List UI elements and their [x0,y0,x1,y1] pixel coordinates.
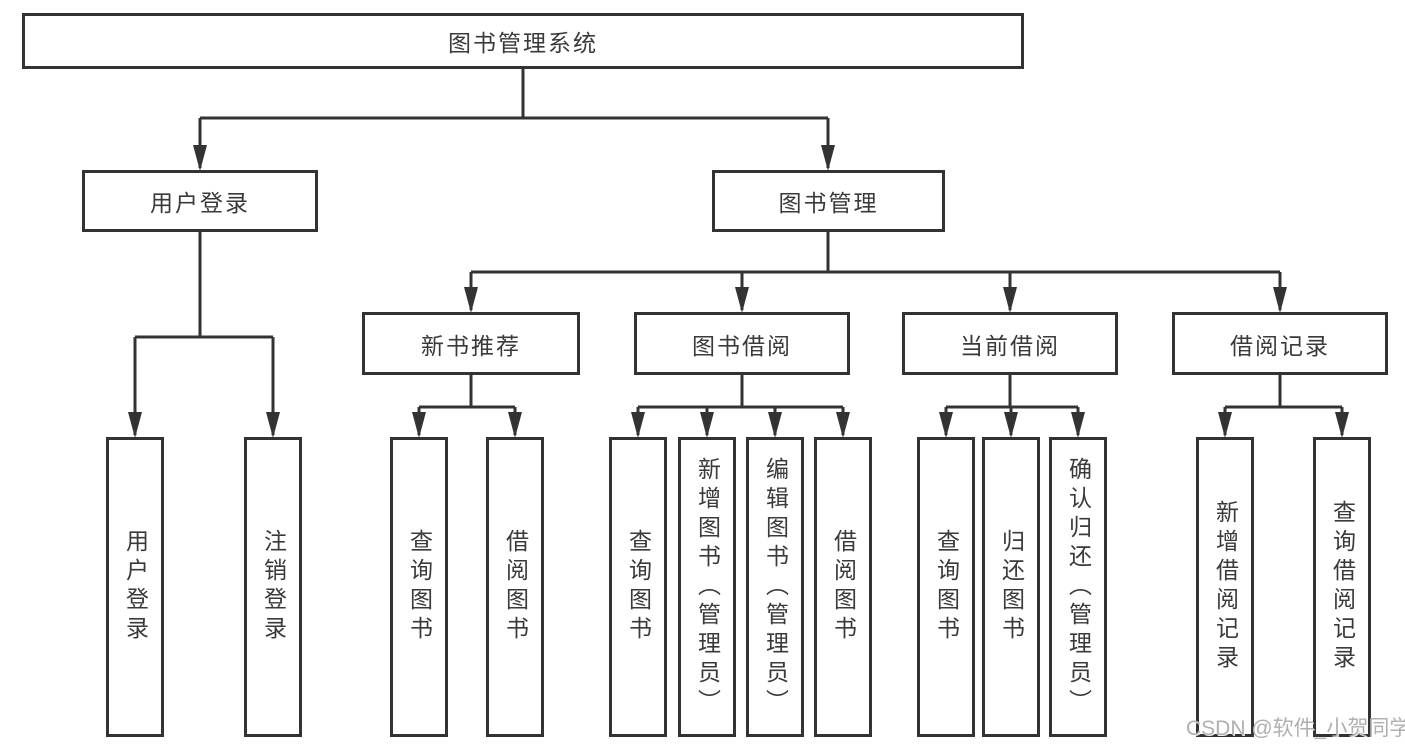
leaf-logout: 注销登录 [244,437,302,737]
leaf-nbr-borrow-books: 借阅图书 [486,437,544,737]
node-user-login-branch: 用户登录 [82,170,318,232]
node-book-management: 图书管理 [712,170,945,232]
leaf-cb-return-books: 归还图书 [982,437,1040,737]
leaf-user-login-label: 用户登录 [122,529,149,645]
node-borrowing-records-label: 借阅记录 [1230,332,1330,359]
leaf-bb-edit-books-admin: 编辑图书（管理员） [746,437,804,737]
node-book-borrowing: 图书借阅 [634,312,850,375]
node-borrowing-records: 借阅记录 [1172,312,1388,375]
leaf-nbr-query-books-label: 查询图书 [406,529,433,645]
csdn-watermark: CSDN @软件_小贺同学 [1186,717,1405,740]
node-system-root-label: 图书管理系统 [448,30,598,56]
leaf-user-login: 用户登录 [106,437,164,737]
leaf-nbr-borrow-books-label: 借阅图书 [502,529,529,645]
leaf-bb-add-books-admin: 新增图书（管理员） [678,437,736,737]
leaf-bb-borrow-books-label: 借阅图书 [830,529,857,645]
node-system-root: 图书管理系统 [22,13,1024,69]
node-book-borrowing-label: 图书借阅 [692,332,792,359]
leaf-bb-edit-books-admin-label: 编辑图书（管理员） [762,456,789,718]
leaf-br-add-record: 新增借阅记录 [1196,437,1254,737]
leaf-cb-confirm-return-admin-label: 确认归还（管理员） [1065,456,1092,718]
leaf-br-query-record-label: 查询借阅记录 [1329,500,1356,674]
node-new-book-recommend-label: 新书推荐 [421,332,521,359]
node-current-borrowing: 当前借阅 [902,312,1118,375]
leaf-bb-query-books: 查询图书 [609,437,667,737]
leaf-cb-confirm-return-admin: 确认归还（管理员） [1049,437,1107,737]
node-current-borrowing-label: 当前借阅 [960,332,1060,359]
node-user-login-branch-label: 用户登录 [150,190,250,216]
leaf-br-add-record-label: 新增借阅记录 [1212,500,1239,674]
node-new-book-recommend: 新书推荐 [362,312,580,375]
leaf-cb-query-books: 查询图书 [917,437,975,737]
leaf-cb-query-books-label: 查询图书 [933,529,960,645]
leaf-nbr-query-books: 查询图书 [390,437,448,737]
leaf-bb-borrow-books: 借阅图书 [814,437,872,737]
node-book-management-label: 图书管理 [778,190,879,216]
leaf-cb-return-books-label: 归还图书 [998,529,1025,645]
leaf-bb-add-books-admin-label: 新增图书（管理员） [694,456,721,718]
leaf-bb-query-books-label: 查询图书 [625,529,652,645]
arrowheads [128,145,1349,438]
leaf-br-query-record: 查询借阅记录 [1313,437,1371,737]
leaf-logout-label: 注销登录 [260,529,287,645]
